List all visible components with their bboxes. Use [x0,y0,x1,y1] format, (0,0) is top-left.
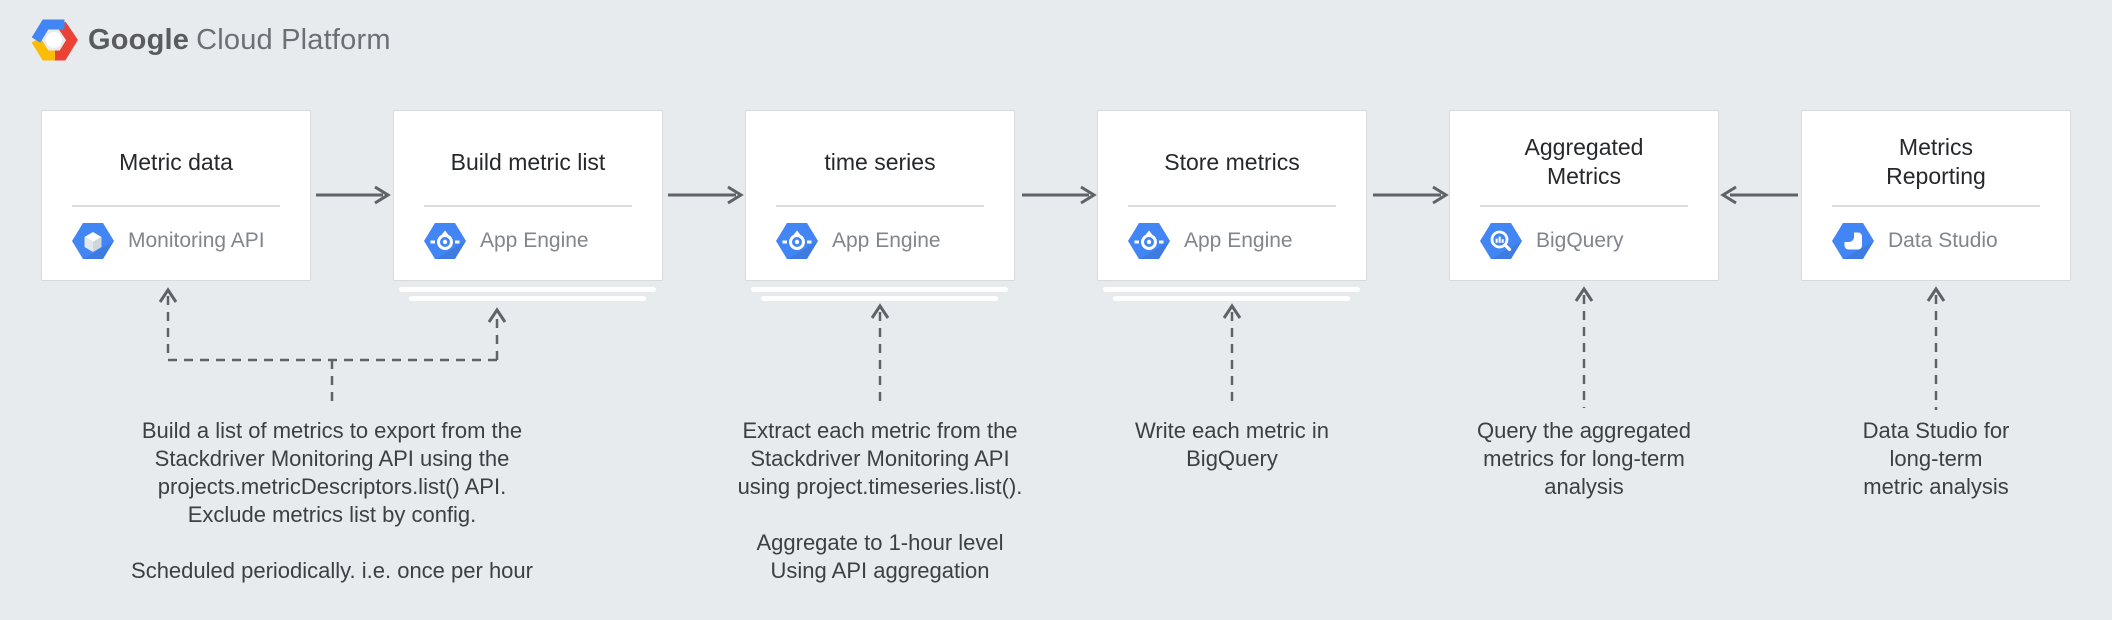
dashed-connector-3 [1222,303,1242,408]
annotation-extract-metrics: Extract each metric from the Stackdriver… [738,417,1023,585]
brand-google: Google [88,24,190,56]
card-title: time series [824,148,936,175]
card-divider [424,205,632,207]
stacked-instances-indicator [409,296,646,301]
product-label: App Engine [1184,229,1293,252]
app-engine-icon [424,223,466,259]
card-metrics-reporting: Metrics Reporting Data Studio [1801,110,2071,281]
flow-arrow-right-4 [1373,185,1449,205]
flow-arrow-left-5 [1720,185,1798,205]
card-product-row: Data Studio [1831,222,2058,260]
stacked-instances-indicator [1103,287,1360,292]
card-product-row: App Engine [1127,222,1354,260]
annotation-paragraph: Query the aggregated metrics for long-te… [1476,418,1692,499]
brand-cloud-platform: Cloud Platform [196,24,391,56]
stacked-instances-indicator [1113,296,1350,301]
card-store-metrics: Store metrics App Engine [1097,110,1367,281]
data-studio-icon [1832,223,1874,259]
product-label: BigQuery [1536,229,1624,252]
dashed-connector-2 [870,303,890,408]
card-metric-data: Metric data Monitoring API [41,110,311,281]
card-divider [1480,205,1688,207]
product-label: Data Studio [1888,229,1998,252]
card-title: Aggregated Metrics [1524,134,1644,189]
card-title: Metric data [119,148,233,175]
card-divider [776,205,984,207]
card-divider [1832,205,2040,207]
flow-arrow-right-1 [316,185,391,205]
annotation-paragraph: Build a list of metrics to export from t… [141,418,523,527]
card-aggregated-metrics: Aggregated Metrics BigQuery [1449,110,1719,281]
card-divider [72,205,280,207]
annotation-write-bigquery: Write each metric in BigQuery [1135,417,1329,473]
card-title: Metrics Reporting [1886,134,1986,189]
annotation-build-metric-list: Build a list of metrics to export from t… [131,417,533,585]
annotation-paragraph: Write each metric in BigQuery [1135,418,1329,471]
annotation-paragraph: Scheduled periodically. i.e. once per ho… [131,558,533,583]
dashed-connector-5 [1926,286,1946,410]
annotation-data-studio-analysis: Data Studio for long-term metric analysi… [1848,417,2024,501]
annotation-query-aggregated: Query the aggregated metrics for long-te… [1477,417,1691,501]
stacked-instances-indicator [751,287,1008,292]
app-engine-icon [776,223,818,259]
card-product-row: BigQuery [1479,222,1706,260]
stacked-instances-indicator [761,296,998,301]
card-product-row: Monitoring API [71,222,298,260]
stacked-instances-indicator [399,287,656,292]
card-product-row: App Engine [423,222,650,260]
card-build-metric-list: Build metric list App Engine [393,110,663,281]
card-product-row: App Engine [775,222,1002,260]
card-time-series: time series App Engine [745,110,1015,281]
dashed-connector-1 [158,287,507,408]
dashed-connector-4 [1574,286,1594,408]
annotation-paragraph: Data Studio for long-term metric analysi… [1862,418,2010,499]
annotation-paragraph: Extract each metric from the Stackdriver… [737,418,1023,499]
flow-arrow-right-2 [668,185,744,205]
card-divider [1128,205,1336,207]
flow-arrow-right-3 [1022,185,1097,205]
bigquery-icon [1480,223,1522,259]
card-title: Build metric list [450,148,606,175]
app-engine-icon [1128,223,1170,259]
card-title: Store metrics [1164,148,1300,175]
product-label: Monitoring API [128,229,265,252]
gcp-hexagon-logo-icon [31,19,78,61]
annotation-paragraph: Aggregate to 1-hour level Using API aggr… [756,530,1004,583]
monitoring-api-icon [72,223,114,259]
product-label: App Engine [480,229,589,252]
product-label: App Engine [832,229,941,252]
